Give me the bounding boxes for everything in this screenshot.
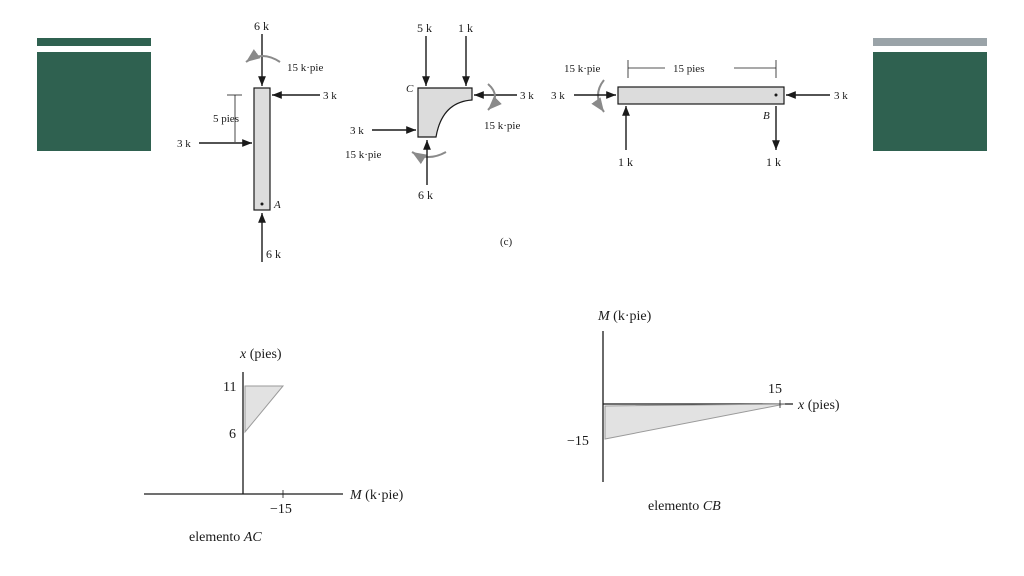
- top-moment-label: 15 k·pie: [287, 62, 323, 74]
- point-c-label: C: [406, 83, 414, 95]
- point-b-label: B: [763, 110, 770, 122]
- top-left-force-label: 5 k: [417, 21, 432, 35]
- plot-cb-tick-x-label: 15: [768, 382, 782, 397]
- right-moment-arrow: [487, 83, 502, 111]
- right-top-stripe: [873, 38, 987, 46]
- bottom-force-label: 6 k: [418, 188, 433, 202]
- plot-ac-tick-y-top: 11: [223, 380, 236, 395]
- plot-cb-moment-area: [604, 403, 786, 440]
- plot-ac-caption: elemento AC: [189, 530, 262, 545]
- moment-plot-cb: M (k·pie) 15 x (pies) −15 elemento CB: [567, 309, 840, 514]
- point-b-marker: [774, 93, 778, 97]
- right-force-label: 3 k: [323, 90, 337, 102]
- plot-cb-x-axis-label: x (pies): [797, 398, 840, 413]
- plot-ac-y-axis-label: x (pies): [239, 347, 282, 362]
- figure-caption: (c): [500, 236, 513, 248]
- left-force-label: 3 k: [551, 90, 565, 102]
- top-force-label: 6 k: [254, 19, 269, 33]
- corner-c-free-body: C 5 k 1 k 3 k 15 k·pie 3 k 15 k·pie 6 k: [345, 21, 534, 202]
- bottom-right-force-label: 1 k: [766, 155, 781, 169]
- left-top-stripe: [37, 38, 151, 46]
- plot-ac-tick-x-label: −15: [270, 502, 292, 517]
- column-ac-member: [253, 87, 271, 211]
- right-moment-label: 15 k·pie: [484, 120, 520, 132]
- top-right-force-label: 1 k: [458, 21, 473, 35]
- left-force-label: 3 k: [177, 138, 191, 150]
- plot-ac-tick-y-bottom: 6: [229, 427, 236, 442]
- plot-cb-caption: elemento CB: [648, 499, 721, 514]
- right-green-block: [873, 52, 987, 151]
- plot-cb-tick-y-label: −15: [567, 434, 589, 449]
- moment-plot-ac: x (pies) 11 6 −15 M (k·pie) elemento AC: [144, 347, 404, 545]
- beam-cb-free-body: 15 pies 15 k·pie 3 k 3 k B 1 k 1 k: [551, 60, 848, 169]
- plot-ac-x-axis-label: M (k·pie): [349, 488, 404, 503]
- left-moment-arrow: [591, 79, 605, 113]
- left-moment-label: 15 k·pie: [345, 149, 381, 161]
- top-moment-arrow: [245, 49, 281, 63]
- corner-c-member: [417, 87, 473, 138]
- left-green-block: [37, 52, 151, 151]
- plot-cb-y-axis-label: M (k·pie): [597, 309, 652, 324]
- right-force-label: 3 k: [520, 90, 534, 102]
- bottom-left-force-label: 1 k: [618, 155, 633, 169]
- plot-ac-moment-area: [244, 385, 285, 434]
- bottom-force-label: 6 k: [266, 247, 281, 261]
- point-a-marker: [260, 202, 264, 206]
- left-moment-label: 15 k·pie: [564, 63, 600, 75]
- right-force-label: 3 k: [834, 90, 848, 102]
- left-moment-arrow: [411, 151, 447, 165]
- column-ac-free-body: 6 k 15 k·pie 3 k 5 pies 3 k A 6 k: [177, 19, 337, 262]
- dimension-label: 5 pies: [213, 113, 239, 125]
- span-label: 15 pies: [673, 63, 704, 75]
- point-a-label: A: [273, 199, 281, 211]
- beam-cb-member: [617, 86, 785, 105]
- left-force-label: 3 k: [350, 125, 364, 137]
